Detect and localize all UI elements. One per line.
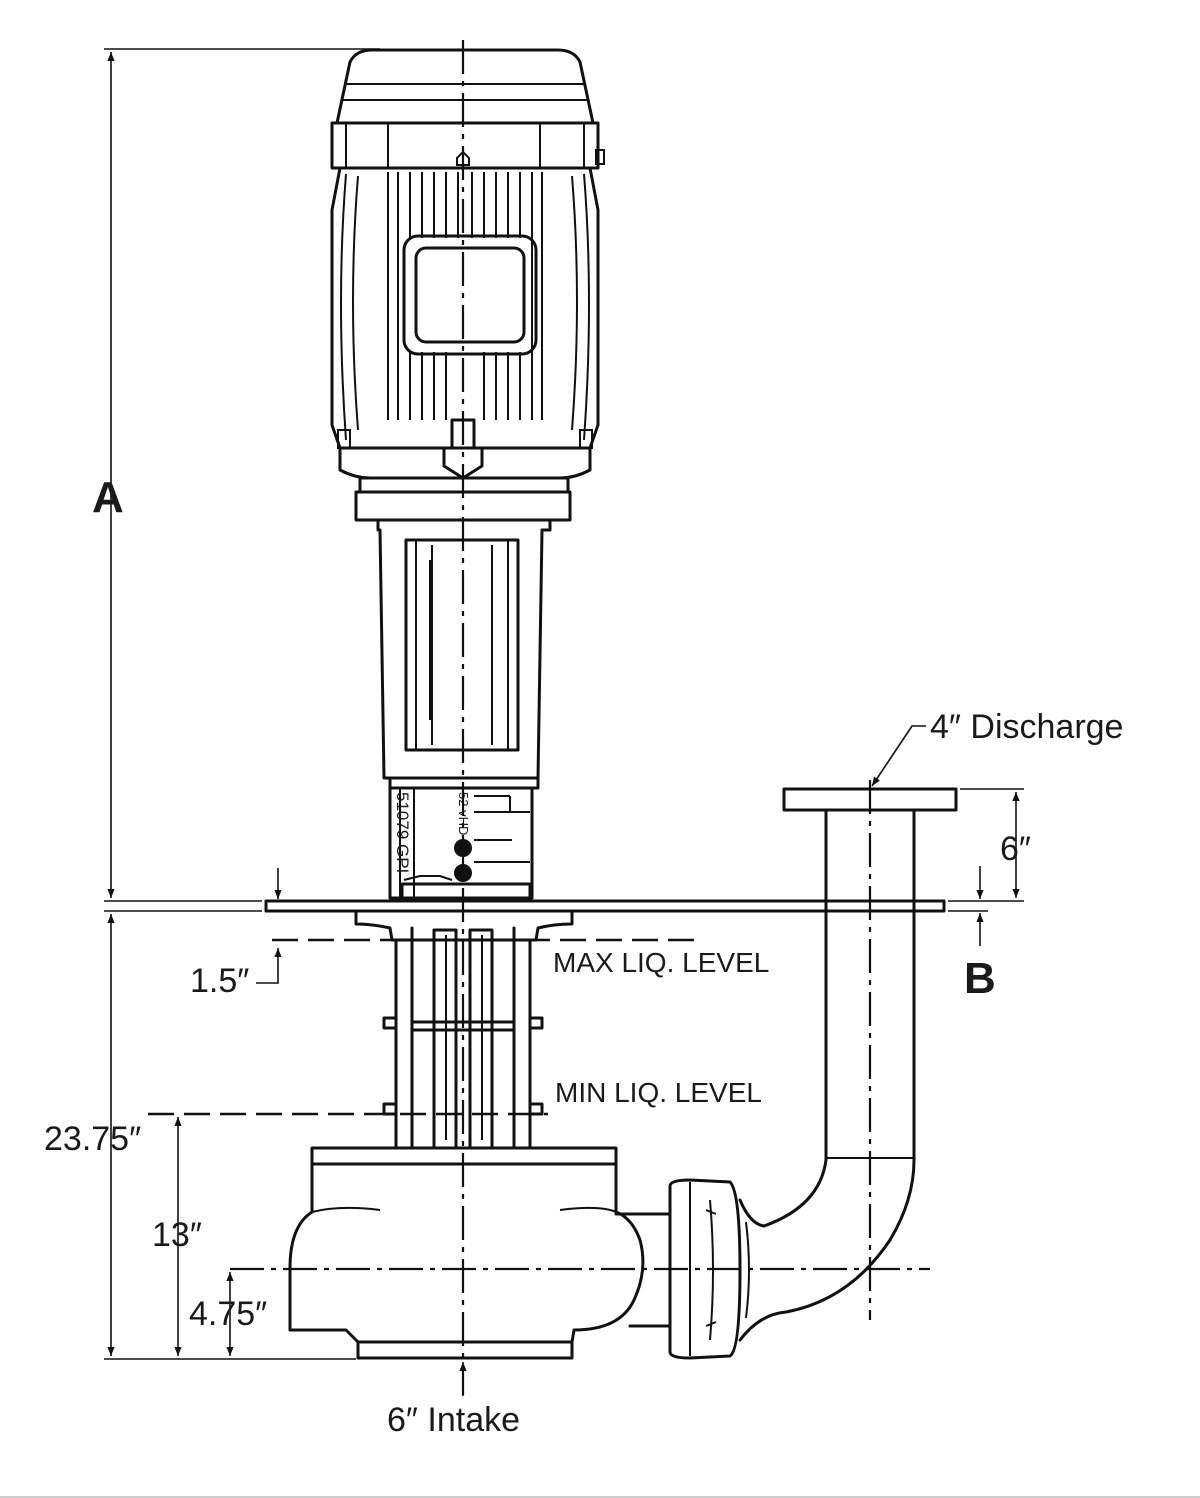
dimension-a-label: A (92, 473, 124, 522)
discharge-pipe (738, 808, 916, 1342)
mounting-plate (264, 899, 946, 913)
pump-casing (288, 1146, 672, 1360)
depth-total-label: 23.75″ (44, 1120, 141, 1158)
coupling-housing: 51079 GPI 52 vHD (388, 786, 534, 900)
nameplate-left: 51079 GPI (393, 792, 412, 873)
max-level-label: MAX LIQ. LEVEL (553, 947, 769, 978)
max-offset-label: 1.5″ (190, 962, 249, 1000)
motor (330, 48, 605, 480)
cooling-fins (387, 172, 543, 420)
min-level-label: MIN LIQ. LEVEL (555, 1077, 762, 1108)
depth-min-label: 13″ (152, 1216, 202, 1254)
intake-label: 6″ Intake (387, 1401, 520, 1439)
discharge-label: 4″ Discharge (930, 708, 1123, 746)
terminal-box (402, 234, 538, 356)
depth-center-label: 4.75″ (189, 1295, 267, 1333)
dimension-b-label: B (964, 954, 996, 1003)
discharge-height-label: 6″ (1000, 830, 1031, 868)
